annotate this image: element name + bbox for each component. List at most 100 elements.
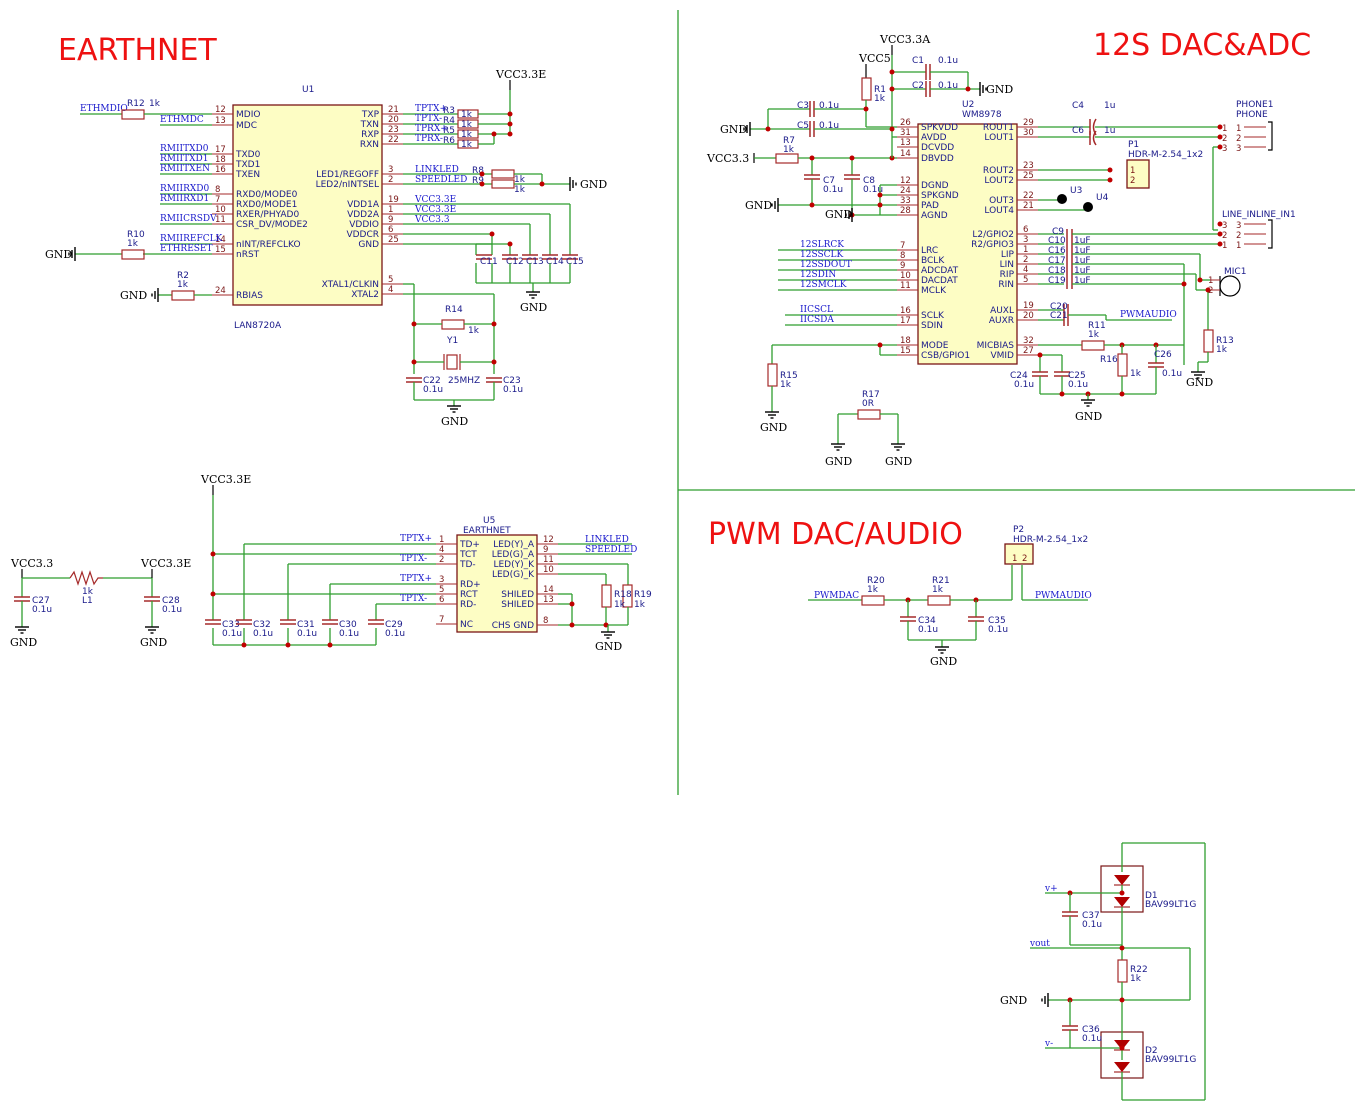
u2-pin-name: SDIN [921, 321, 943, 331]
u5-pin-name: LED(G)_K [492, 570, 535, 580]
power-filter: VCC3.3 1k L1 VCC3.3E C27 0.1u GND C28 0.… [10, 557, 191, 649]
svg-text:1: 1 [1236, 124, 1241, 134]
u2-wiring: VCC3.3A VCC5 R1 1k C1 0.1u C2 0.1u GND [706, 33, 1296, 468]
cap-value: 1uF [1074, 276, 1091, 286]
svg-text:R13: R13 [1216, 336, 1234, 346]
cap-value: 0.1u [222, 629, 242, 639]
u1-pin-name: MDIO [236, 110, 260, 120]
svg-text:C6: C6 [1072, 126, 1084, 136]
u1-pin-name: TXP [361, 110, 380, 120]
cap-ref: C18 [1048, 266, 1066, 276]
u1-pin-name: VDD1A [347, 200, 380, 210]
cap-value: 1uF [1074, 256, 1091, 266]
svg-text:R18: R18 [614, 590, 632, 600]
svg-text:0.1u: 0.1u [162, 605, 182, 615]
u2-pin-name: RIP [1000, 270, 1015, 280]
cap-ref: C14 [546, 257, 564, 267]
net-label: 12SMCLK [800, 280, 847, 290]
svg-text:1k: 1k [149, 99, 161, 109]
u2-pin-name: LIP [1001, 250, 1015, 260]
u2-pin-number: 8 [900, 251, 905, 261]
u1-pin-name: TXN [360, 120, 379, 130]
u2-pin-name: DACDAT [921, 276, 958, 286]
u2-pin-number: 31 [900, 128, 911, 138]
svg-text:3: 3 [1222, 144, 1227, 154]
svg-text:2: 2 [1236, 231, 1241, 241]
svg-text:2: 2 [1022, 554, 1027, 564]
net-label: RMIIRXD1 [160, 194, 209, 204]
u1-pin-name: LED1/REGOFF [316, 170, 379, 180]
u2-pin-name: MODE [921, 341, 949, 351]
u1-pin-number: 12 [215, 105, 226, 115]
net-label: VCC3.3 [414, 215, 450, 225]
u2-pin-name: LOUT4 [984, 206, 1014, 216]
svg-text:2: 2 [1236, 134, 1241, 144]
u1-pin-name: VDDCR [346, 230, 379, 240]
u1-pin-number: 17 [215, 145, 226, 155]
ethernet-section-title: EARTHNET [58, 33, 217, 68]
svg-text:1k: 1k [514, 175, 526, 185]
svg-text:C35: C35 [988, 616, 1006, 626]
u2-pin-name: RIN [998, 280, 1014, 290]
svg-text:VCC3.3E: VCC3.3E [140, 557, 191, 570]
svg-text:3: 3 [1236, 221, 1241, 231]
u2-pin-number: 16 [900, 306, 911, 316]
u1-pin-name: RXD0/MODE1 [236, 200, 297, 210]
net-label: VCC3.3E [414, 195, 456, 205]
u2-pin-name: DBVDD [921, 154, 954, 164]
u2-pin-number: 19 [1023, 301, 1034, 311]
u1-pin-number: 8 [215, 185, 220, 195]
svg-text:U4: U4 [1096, 193, 1109, 203]
svg-text:MIC1: MIC1 [1224, 267, 1246, 277]
svg-text:PWMAUDIO: PWMAUDIO [1120, 310, 1177, 320]
u2-pin-name: R2/GPIO3 [971, 240, 1014, 250]
u1-pin-number: 24 [215, 286, 226, 296]
svg-text:GND: GND [520, 301, 547, 314]
u1-pin-name: XTAL1/CLKIN [322, 280, 379, 290]
svg-text:VCC3.3: VCC3.3 [706, 152, 749, 165]
u2-pin-number: 15 [900, 346, 911, 356]
svg-text:U2: U2 [962, 100, 974, 110]
u1-pin-number: 6 [388, 225, 393, 235]
svg-text:0.1u: 0.1u [503, 385, 523, 395]
u2-pin-number: 10 [900, 271, 911, 281]
svg-text:TPTX+: TPTX+ [400, 574, 432, 584]
net-label: ETHMDC [160, 115, 204, 125]
u2-pin-name: PAD [921, 201, 939, 211]
svg-text:R16: R16 [1100, 355, 1118, 365]
u2-pin-name: ROUT1 [983, 123, 1014, 133]
cap-ref: C15 [566, 257, 584, 267]
svg-text:C34: C34 [918, 616, 936, 626]
svg-text:P2: P2 [1013, 525, 1024, 535]
svg-text:SPEEDLED: SPEEDLED [585, 545, 637, 555]
svg-text:1k: 1k [783, 145, 795, 155]
net-label: RMIITXD1 [160, 154, 208, 164]
svg-text:1: 1 [1012, 554, 1017, 564]
svg-text:GND: GND [580, 178, 607, 191]
svg-text:R2: R2 [177, 271, 189, 281]
net-label: RMIIREFCLK [160, 234, 223, 244]
svg-text:1k: 1k [867, 585, 879, 595]
svg-text:1k: 1k [614, 600, 626, 610]
svg-text:L1: L1 [82, 596, 93, 606]
svg-text:C4: C4 [1072, 101, 1084, 111]
svg-text:PHONE: PHONE [1236, 110, 1268, 120]
svg-text:C23: C23 [503, 376, 521, 386]
svg-text:PWMDAC: PWMDAC [814, 591, 859, 601]
cap-ref: C17 [1048, 256, 1066, 266]
svg-text:C22: C22 [423, 376, 441, 386]
svg-text:C27: C27 [32, 596, 50, 606]
u2-pin-name: MICBIAS [977, 341, 1015, 351]
u1-pin-name: RXD0/MODE0 [236, 190, 298, 200]
u2-pin-number: 3 [1023, 235, 1028, 245]
svg-text:1k: 1k [932, 585, 944, 595]
cap-ref: C32 [253, 620, 271, 630]
svg-text:0.1u: 0.1u [918, 625, 938, 635]
u5-pin-name: CHS GND [492, 621, 534, 631]
u2-pin-name: LRC [921, 246, 938, 256]
svg-text:HDR-M-2.54_1x2: HDR-M-2.54_1x2 [1013, 535, 1088, 545]
net-ethmdio: ETHMDIO [80, 104, 128, 114]
u1-ref: U1 [302, 85, 314, 95]
u1-pin-name: GND [358, 240, 379, 250]
